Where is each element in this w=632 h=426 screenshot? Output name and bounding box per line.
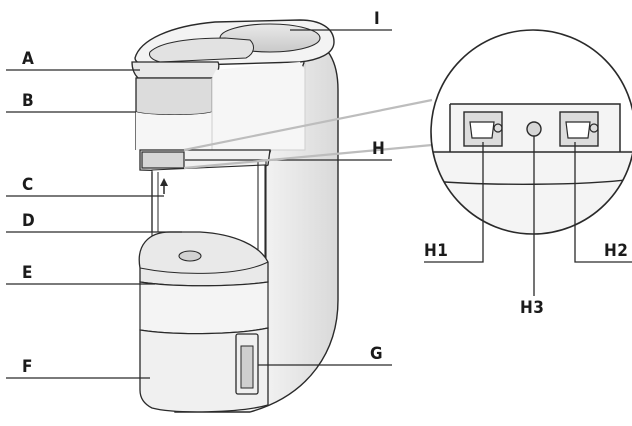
drip-tray-top [139, 261, 269, 274]
label-c: C [22, 175, 34, 195]
label-h3: H3 [520, 298, 545, 318]
label-g: G [370, 344, 384, 364]
upper-front-panel [136, 62, 305, 150]
label-e: E [22, 263, 33, 283]
label-i: I [374, 9, 381, 29]
detail-magnifier [431, 30, 632, 234]
label-h: H [372, 139, 386, 159]
label-h1: H1 [424, 241, 449, 261]
capsule-compartment [135, 77, 213, 116]
label-b: B [22, 91, 35, 111]
label-a: A [22, 49, 35, 69]
detail-leader-lines [424, 136, 632, 296]
lid-front-recess [149, 37, 254, 63]
cup-area-right-wall [257, 160, 267, 260]
label-d: D [22, 211, 36, 231]
coffee-outlet [160, 178, 168, 186]
zoom-line-lower [183, 143, 433, 170]
indicator-light [526, 121, 542, 137]
drip-tray-front [139, 281, 269, 335]
control-buttons [141, 151, 185, 169]
leader-lines [6, 29, 392, 379]
zoom-line-upper [183, 98, 433, 152]
label-h2: H2 [604, 241, 629, 261]
capsule-lever [131, 61, 220, 79]
detail-panel [431, 104, 632, 234]
drip-grid [178, 250, 202, 262]
detail-circle-outline [430, 29, 632, 235]
label-f: F [22, 357, 33, 377]
